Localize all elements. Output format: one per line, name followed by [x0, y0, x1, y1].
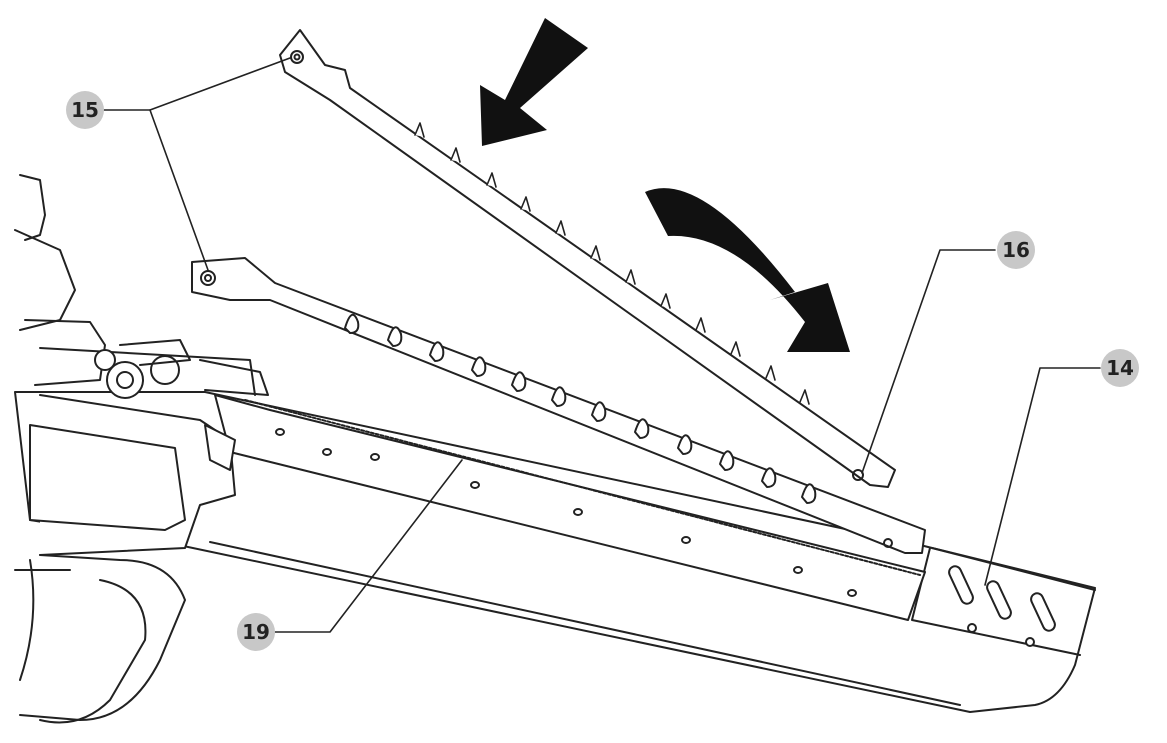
end-plate-part-14: [931, 547, 1096, 647]
callout-16: 16: [997, 231, 1035, 269]
callout-14-label: 14: [1106, 356, 1134, 380]
comb-bar-part-16: [279, 29, 896, 488]
leader-lines: [102, 57, 1101, 633]
machine-head: [14, 174, 269, 724]
callout-15-label: 15: [71, 98, 99, 122]
callout-19-label: 19: [242, 620, 270, 644]
callout-16-label: 16: [1002, 238, 1030, 262]
strip-part-19: [214, 394, 926, 621]
callout-15: 15: [66, 91, 104, 129]
callout-19: 19: [237, 613, 275, 651]
arrow-down-left-icon: [480, 18, 588, 146]
comb-bar-part-15: [191, 257, 926, 554]
callout-14: 14: [1101, 349, 1139, 387]
curved-arrow-down-icon: [645, 188, 850, 352]
